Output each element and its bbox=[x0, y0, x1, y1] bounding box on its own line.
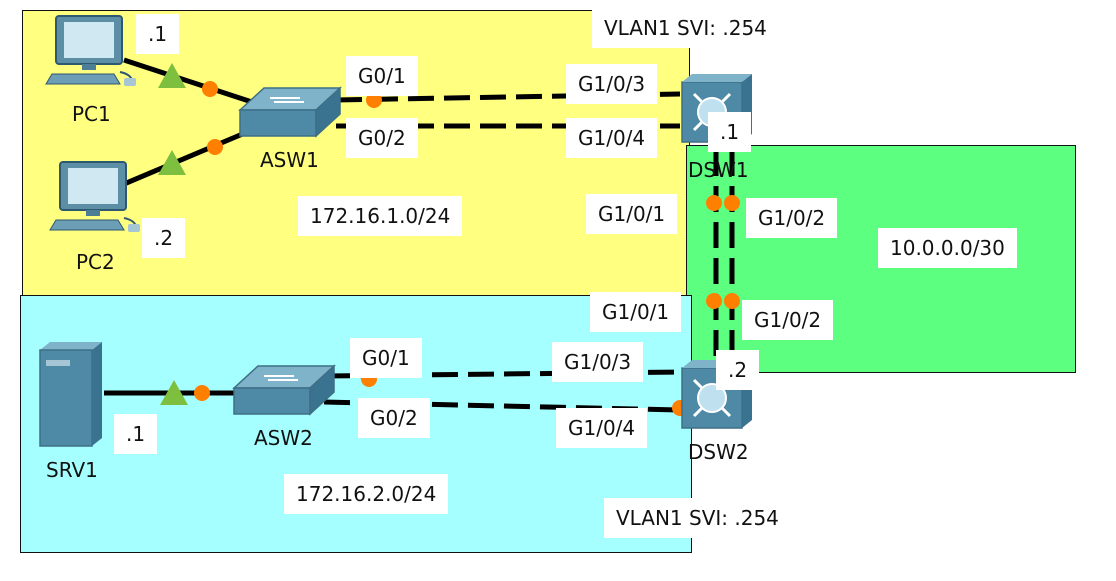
srv1-host-address: .1 bbox=[114, 414, 158, 454]
asw2-switch-icon[interactable] bbox=[232, 364, 336, 416]
port-label-asw2-g01: G0/1 bbox=[350, 338, 422, 378]
port-label-dsw1-g101: G1/0/1 bbox=[586, 194, 678, 234]
pc2-icon[interactable] bbox=[49, 161, 140, 232]
srv1-server-icon[interactable] bbox=[39, 342, 102, 447]
asw2-name: ASW2 bbox=[254, 426, 313, 450]
port-label-dsw2-g104: G1/0/4 bbox=[556, 408, 648, 448]
pc2-host-address: .2 bbox=[142, 218, 186, 258]
pc1-icon[interactable] bbox=[45, 15, 136, 86]
port-label-dsw1-g103: G1/0/3 bbox=[566, 64, 658, 104]
port-label-dsw1-g102: G1/0/2 bbox=[746, 198, 838, 238]
dsw2-host-address: .2 bbox=[716, 350, 760, 390]
port-status-dot-icon bbox=[706, 293, 722, 309]
port-status-up-icon bbox=[158, 150, 186, 175]
link-asw1-dsw1-a[interactable] bbox=[335, 91, 681, 103]
lan2-subnet-label: 172.16.2.0/24 bbox=[284, 474, 449, 514]
dsw1-svi-label: VLAN1 SVI: .254 bbox=[592, 8, 779, 48]
lan1-subnet-label: 172.16.1.0/24 bbox=[298, 196, 463, 236]
link-pc2-asw1[interactable] bbox=[123, 127, 253, 187]
pc1-name: PC1 bbox=[72, 102, 111, 126]
port-label-dsw2-g103: G1/0/3 bbox=[552, 342, 644, 382]
dsw2-name: DSW2 bbox=[688, 440, 749, 464]
srv1-name: SRV1 bbox=[46, 458, 98, 482]
link-pc1-asw1[interactable] bbox=[123, 57, 259, 107]
dsw2-svi-label: VLAN1 SVI: .254 bbox=[604, 498, 791, 538]
port-status-up-icon bbox=[160, 380, 188, 405]
dsw1-name: DSW1 bbox=[688, 158, 749, 182]
port-label-dsw1-g104: G1/0/4 bbox=[566, 118, 658, 158]
port-status-up-icon bbox=[158, 63, 186, 88]
port-status-dot-icon bbox=[207, 139, 223, 155]
pc1-host-address: .1 bbox=[136, 14, 180, 54]
port-status-dot-icon bbox=[194, 385, 210, 401]
asw1-switch-icon[interactable] bbox=[238, 86, 342, 138]
port-status-dot-icon bbox=[202, 81, 218, 97]
port-label-dsw2-g102: G1/0/2 bbox=[742, 300, 834, 340]
p2p-subnet-label: 10.0.0.0/30 bbox=[878, 228, 1017, 268]
port-status-dot-icon bbox=[724, 195, 740, 211]
asw1-name: ASW1 bbox=[260, 148, 319, 172]
port-status-dot-icon bbox=[724, 293, 740, 309]
dsw1-host-address: .1 bbox=[708, 112, 752, 152]
port-label-asw1-g01: G0/1 bbox=[346, 56, 418, 96]
pc2-name: PC2 bbox=[76, 250, 115, 274]
port-label-asw2-g02: G0/2 bbox=[358, 398, 430, 438]
port-label-asw1-g02: G0/2 bbox=[346, 118, 418, 158]
port-status-dot-icon bbox=[706, 195, 722, 211]
port-status-dot-icon bbox=[366, 92, 382, 108]
port-label-dsw2-g101: G1/0/1 bbox=[590, 292, 682, 332]
